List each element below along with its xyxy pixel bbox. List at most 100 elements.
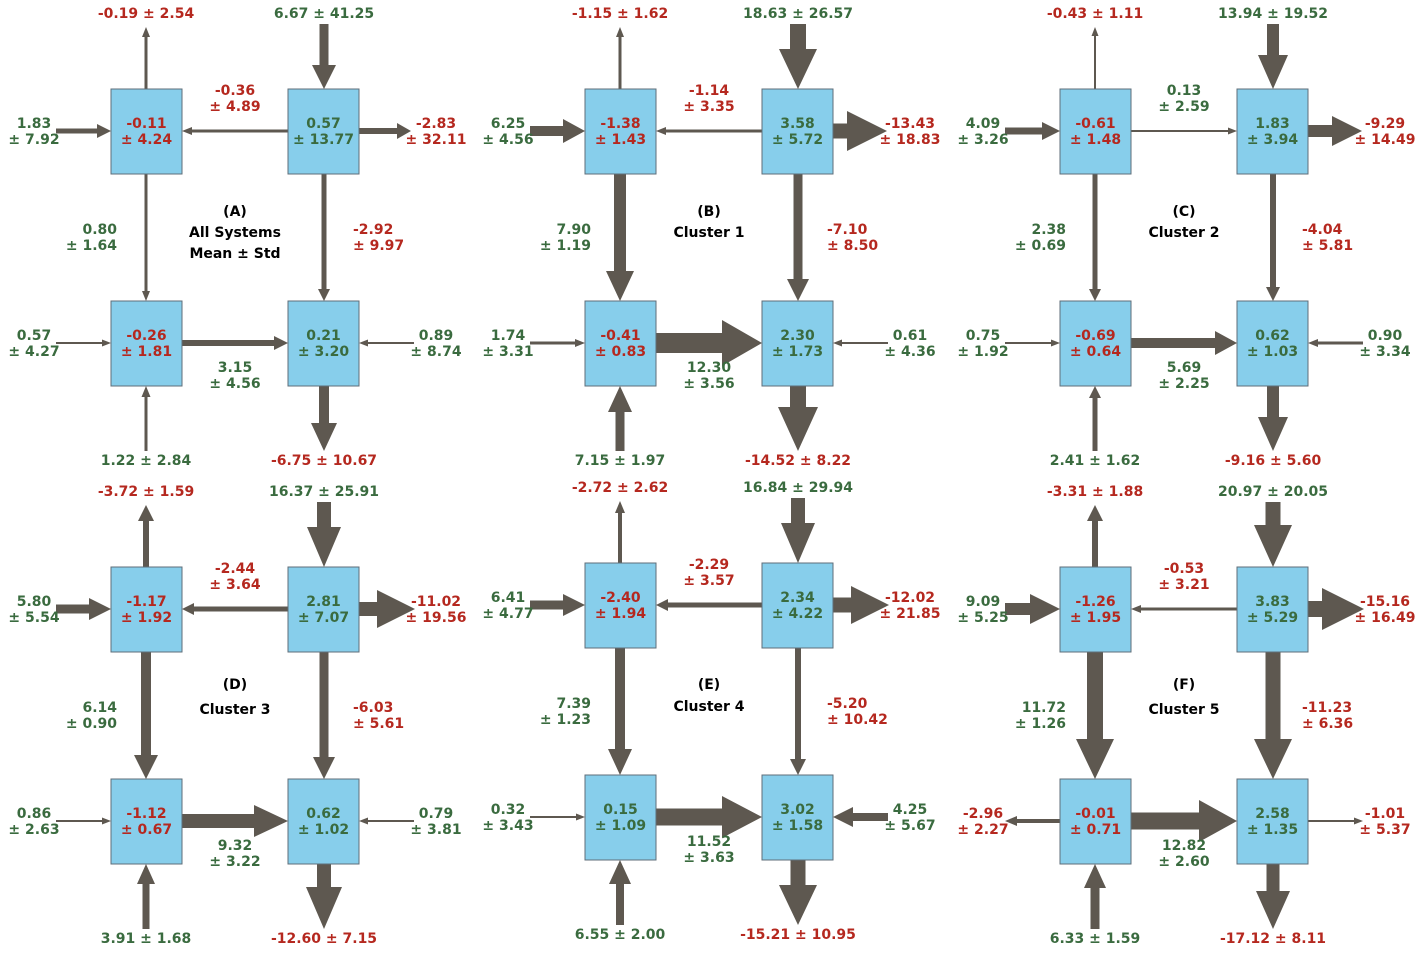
flux-label-br-in: ± 5.37 <box>1359 822 1410 838</box>
flux-arrow-left-v <box>142 174 150 301</box>
flux-label-bot-h: ± 3.56 <box>683 376 734 392</box>
flux-arrow-br-in <box>833 807 888 827</box>
flux-arrow-left-v <box>1076 652 1114 779</box>
flux-label-tr-in: 16.37 ± 25.91 <box>269 484 379 500</box>
node-value-std: ± 1.95 <box>1070 610 1121 626</box>
flux-arrow-right-v <box>313 652 335 779</box>
flux-arrow-top-h <box>1131 605 1237 613</box>
flux-arrow-br-out <box>306 864 342 929</box>
flux-label-bot-h: 9.32 <box>218 838 253 854</box>
flux-label-right-v: -11.23 <box>1302 700 1352 716</box>
node-value-mean: -0.01 <box>1075 806 1115 822</box>
node-value-std: ± 1.43 <box>595 132 646 148</box>
flux-label-bl-bottom: 7.15 ± 1.97 <box>575 453 666 469</box>
node-value-mean: 0.21 <box>306 328 341 344</box>
flux-label-br-in: ± 5.67 <box>884 818 935 834</box>
flux-label-top-h: -2.44 <box>215 561 256 577</box>
flux-arrow-tr-in <box>781 498 815 563</box>
panel-title: Mean ± Std <box>189 246 280 262</box>
node-value-mean: 0.62 <box>306 806 341 822</box>
flux-label-bl-in: ± 2.63 <box>8 822 59 838</box>
panel-letter: (C) <box>1172 204 1195 220</box>
flux-label-bl-in: ± 3.43 <box>482 818 533 834</box>
flux-arrow-bl-bottom <box>609 860 631 925</box>
flux-label-right-v: -4.04 <box>1302 222 1343 238</box>
node-box-tl: -2.40± 1.94 <box>584 562 657 649</box>
flux-label-tr-out: ± 19.56 <box>406 610 467 626</box>
flux-label-left-v: 6.14 <box>82 700 117 716</box>
flux-arrow-bl-in <box>1005 816 1060 826</box>
panel-title: Cluster 5 <box>1148 702 1219 718</box>
flux-label-right-v: -5.20 <box>827 696 868 712</box>
node-value-mean: 1.83 <box>1255 116 1290 132</box>
node-box-bl: -0.41± 0.83 <box>584 300 657 387</box>
node-value-mean: -1.26 <box>1075 594 1115 610</box>
panel-c: -0.61± 1.481.83± 3.94-0.69± 0.640.62± 1.… <box>957 6 1415 469</box>
flux-label-tr-out: ± 18.83 <box>880 132 941 148</box>
flux-arrow-tl-in <box>1005 122 1060 140</box>
flux-label-left-v: ± 1.23 <box>540 712 591 728</box>
flux-label-bl-in: ± 1.92 <box>957 344 1008 360</box>
flux-arrow-right-v <box>318 174 330 301</box>
panel-title: Cluster 2 <box>1148 225 1219 241</box>
flux-arrow-bl-in <box>530 813 585 821</box>
flux-arrow-tl-up <box>615 501 625 563</box>
flux-label-bl-in: 0.86 <box>17 806 52 822</box>
flux-label-tl-in: ± 5.25 <box>957 610 1008 626</box>
flux-arrow-tr-out <box>1308 588 1364 630</box>
flux-label-bot-h: 12.30 <box>687 360 732 376</box>
flux-arrow-tl-in <box>530 594 585 616</box>
flux-arrow-bot-h <box>1131 331 1237 355</box>
flux-label-tr-out: ± 16.49 <box>1355 610 1416 626</box>
flux-arrow-tr-in <box>312 24 336 89</box>
node-box-tl: -1.26± 1.95 <box>1059 566 1132 653</box>
node-box-br: 0.21± 3.20 <box>287 300 360 387</box>
node-value-std: ± 0.64 <box>1070 344 1121 360</box>
node-value-mean: -0.61 <box>1075 116 1115 132</box>
flux-label-br-in: ± 3.34 <box>1359 344 1410 360</box>
flux-label-tl-up: -3.31 ± 1.88 <box>1047 484 1143 500</box>
panel-title: All Systems <box>189 225 281 241</box>
flux-label-right-v: ± 5.81 <box>1302 238 1353 254</box>
node-box-tr: 3.83± 5.29 <box>1236 566 1309 653</box>
node-value-mean: 3.58 <box>780 116 815 132</box>
flux-label-tr-in: 16.84 ± 29.94 <box>743 480 853 496</box>
node-value-std: ± 1.35 <box>1247 822 1298 838</box>
flux-arrow-bl-bottom <box>141 386 151 451</box>
panel-letter: (A) <box>223 204 247 220</box>
flux-label-right-v: ± 5.61 <box>353 716 404 732</box>
flux-label-bl-in: 0.75 <box>966 328 1001 344</box>
flux-label-br-in: 0.90 <box>1368 328 1403 344</box>
flux-label-tl-in: 6.41 <box>491 590 526 606</box>
panel-title: Cluster 3 <box>199 702 270 718</box>
panel-letter: (B) <box>697 204 720 220</box>
flux-label-right-v: ± 8.50 <box>827 238 878 254</box>
node-value-mean: 0.57 <box>306 116 341 132</box>
flux-label-bl-in: 0.32 <box>491 802 526 818</box>
node-value-mean: 3.02 <box>780 802 815 818</box>
node-box-tr: 1.83± 3.94 <box>1236 88 1309 175</box>
node-value-std: ± 1.92 <box>121 610 172 626</box>
flux-label-tl-up: -0.19 ± 2.54 <box>98 6 195 22</box>
flux-label-bl-in: 1.74 <box>491 328 526 344</box>
flux-label-bot-h: ± 4.56 <box>209 376 260 392</box>
node-value-std: ± 4.22 <box>772 606 823 622</box>
flux-label-left-v: ± 1.26 <box>1015 716 1066 732</box>
flux-arrow-bl-in <box>56 339 111 347</box>
flux-label-bl-in: -2.96 <box>963 806 1003 822</box>
flux-label-br-in: ± 4.36 <box>884 344 935 360</box>
flux-arrow-br-out <box>1256 864 1290 929</box>
flux-arrow-left-v <box>1089 174 1101 301</box>
node-value-std: ± 1.03 <box>1247 344 1298 360</box>
flux-label-tr-out: ± 14.49 <box>1355 132 1416 148</box>
flux-label-left-v: ± 0.69 <box>1015 238 1066 254</box>
node-value-std: ± 5.72 <box>772 132 823 148</box>
node-box-bl: -1.12± 0.67 <box>110 778 183 865</box>
node-box-br: 0.62± 1.02 <box>287 778 360 865</box>
flux-label-tr-out: -13.43 <box>885 116 935 132</box>
flux-label-bl-bottom: 2.41 ± 1.62 <box>1050 453 1141 469</box>
flux-arrow-br-in <box>359 339 414 347</box>
flux-label-tl-up: -1.15 ± 1.62 <box>572 6 668 22</box>
node-value-mean: -1.17 <box>126 594 166 610</box>
flux-arrow-tl-in <box>1005 594 1060 624</box>
